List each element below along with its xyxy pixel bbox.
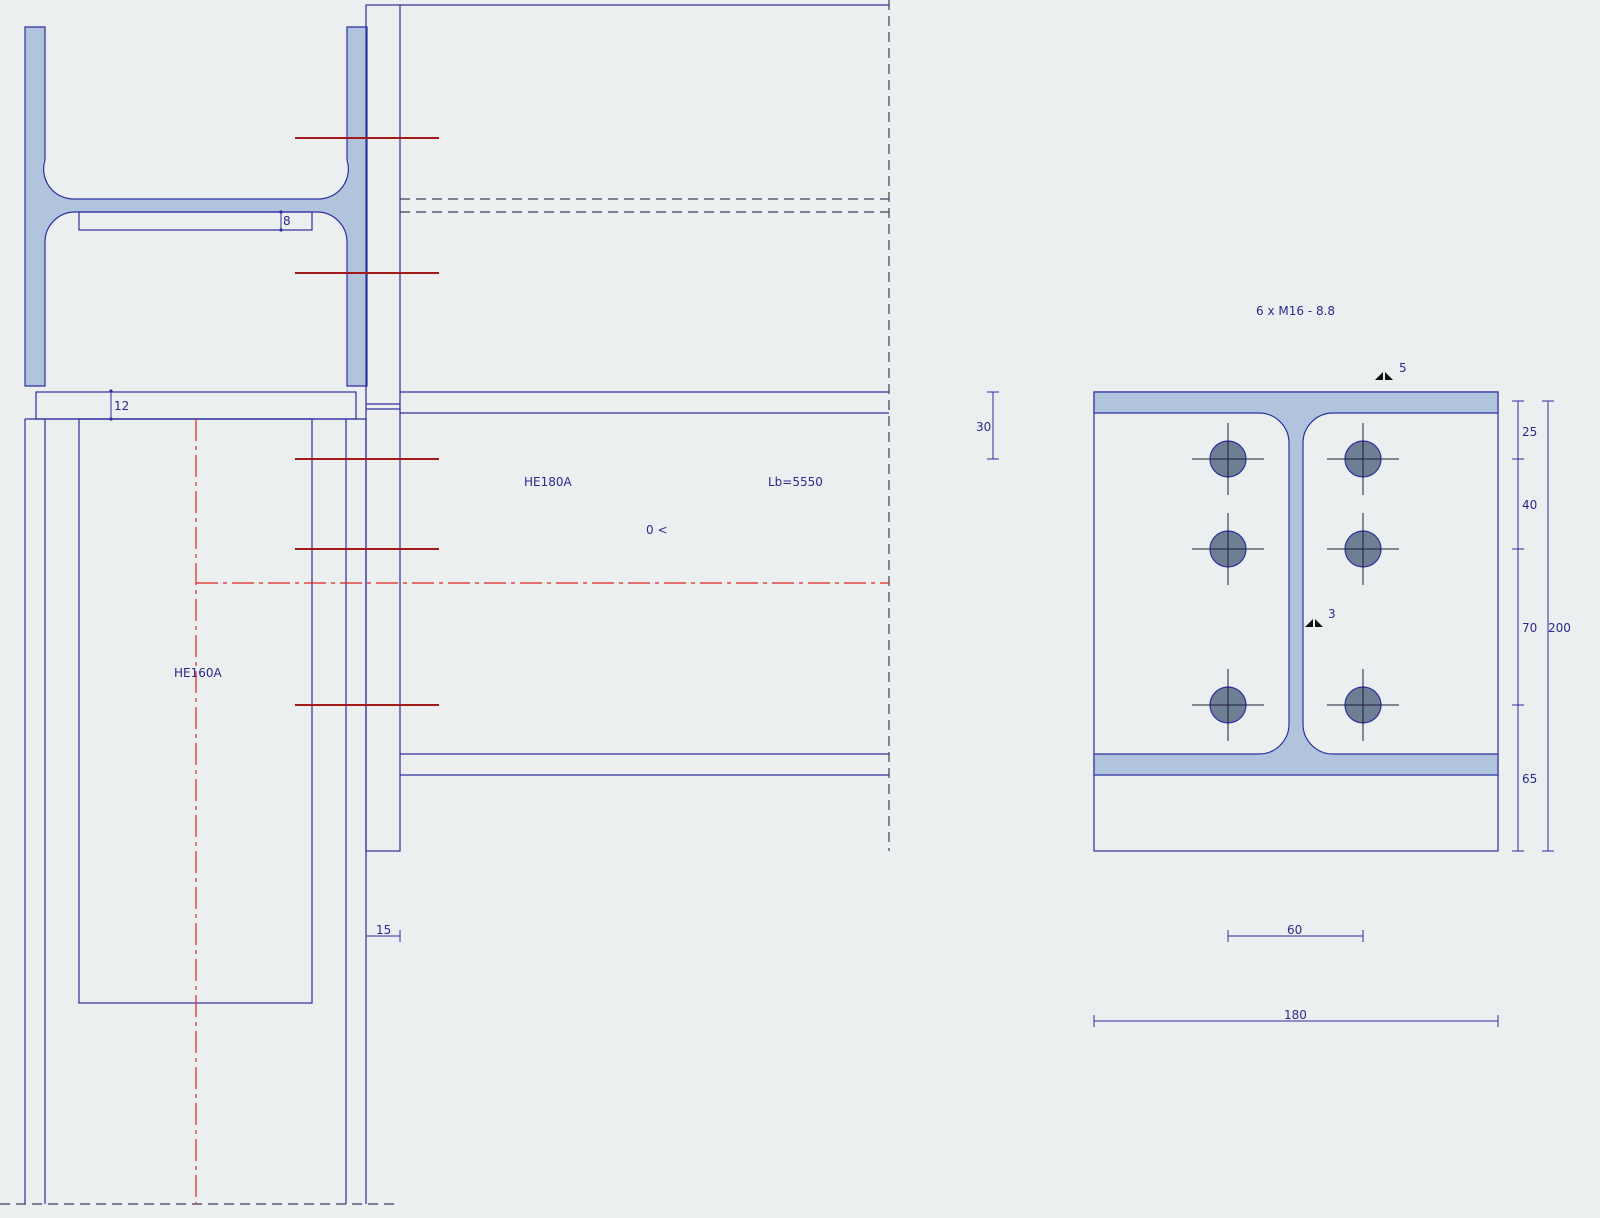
- svg-text:30: 30: [976, 420, 991, 434]
- bolt: [1327, 513, 1399, 585]
- cap-plate: 12: [35, 389, 357, 421]
- bolt-group: [1192, 423, 1399, 741]
- svg-text:3: 3: [1328, 607, 1336, 621]
- svg-text:65: 65: [1522, 772, 1537, 786]
- column-cross-section: 8: [24, 26, 368, 387]
- beam-length-label: Lb=5550: [768, 475, 823, 489]
- stiffener-plate-section: [78, 211, 313, 231]
- end-plate-side: 15: [365, 4, 401, 942]
- bolt-spec-label: 6 x M16 - 8.8: [1256, 304, 1335, 318]
- end-plate-front: 6 x M16 - 8.8: [1093, 304, 1571, 1027]
- beam-section-label: HE180A: [524, 475, 573, 489]
- svg-text:40: 40: [1522, 498, 1537, 512]
- svg-text:200: 200: [1548, 621, 1571, 635]
- bolt: [1192, 423, 1264, 495]
- bolt: [1327, 423, 1399, 495]
- cap-plate-thickness-dim: 12: [114, 399, 129, 413]
- top-offset-dim: 30: [976, 391, 999, 460]
- bolt-lines-side: [295, 137, 439, 706]
- bolt: [1192, 513, 1264, 585]
- rotation-label: 0 <: [646, 523, 668, 537]
- stiffener-thickness-dim: 8: [283, 214, 291, 228]
- beam-i-section: [1093, 391, 1499, 776]
- bolt: [1192, 669, 1264, 741]
- column-i-section: [24, 26, 368, 387]
- end-plate-thickness-dim: 15: [376, 923, 391, 937]
- web-weld-mark: 3: [1305, 607, 1336, 627]
- svg-text:70: 70: [1522, 621, 1537, 635]
- svg-text:5: 5: [1399, 361, 1407, 375]
- svg-text:25: 25: [1522, 425, 1537, 439]
- column-section-label: HE160A: [174, 666, 223, 680]
- svg-text:60: 60: [1287, 923, 1302, 937]
- beam-elevation: HE180A Lb=5550 0 <: [400, 0, 890, 851]
- bolt-gauge-dim: 60: [1227, 923, 1364, 942]
- bolt: [1327, 669, 1399, 741]
- svg-text:180: 180: [1284, 1008, 1307, 1022]
- flange-weld-mark: 5: [1375, 361, 1407, 380]
- column-elevation: HE160A: [0, 418, 400, 1205]
- vertical-dimension-chain: 25 40 70 65 200: [1512, 400, 1571, 852]
- plate-width-dim: 180: [1093, 1008, 1499, 1027]
